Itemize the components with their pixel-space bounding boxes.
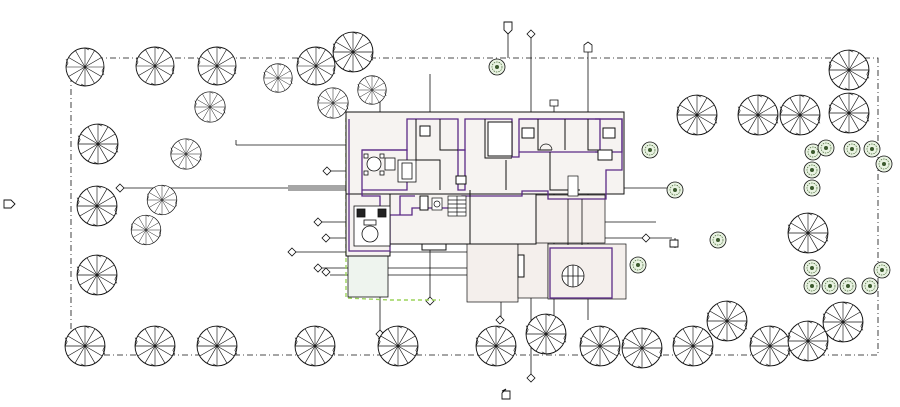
- property-boundary: [70, 57, 879, 356]
- patio-furniture: [353, 205, 391, 247]
- dining-table: [363, 153, 417, 183]
- stair: [447, 195, 467, 217]
- section-markers: [115, 29, 651, 383]
- site-areas: [345, 118, 627, 303]
- round-feature: [561, 264, 585, 288]
- elevation-marker-icon: [3, 21, 679, 400]
- building-footprint: [288, 111, 625, 299]
